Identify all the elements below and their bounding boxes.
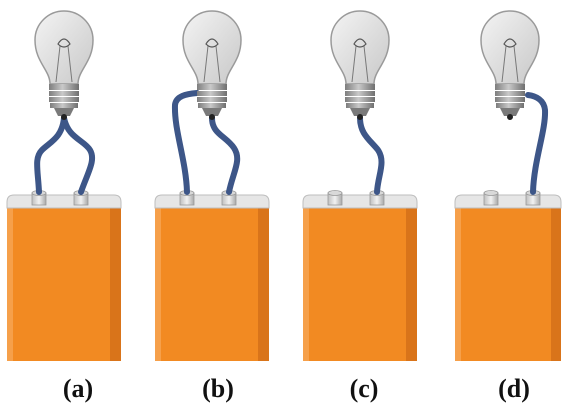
wires bbox=[34, 115, 96, 195]
light-bulb bbox=[330, 10, 390, 120]
panel-b bbox=[154, 10, 270, 361]
bulb-base bbox=[345, 84, 375, 120]
battery bbox=[154, 190, 270, 361]
battery-body bbox=[7, 208, 121, 361]
bulb-base bbox=[495, 84, 525, 120]
bulb-tip-contact bbox=[61, 114, 67, 120]
panel-label-c: (c) bbox=[349, 374, 379, 403]
panel-d bbox=[454, 10, 562, 361]
battery-body bbox=[303, 208, 417, 361]
bulb-tip-contact bbox=[507, 114, 513, 120]
battery bbox=[6, 190, 122, 361]
battery-top bbox=[6, 194, 122, 209]
battery-top bbox=[302, 194, 418, 209]
battery bbox=[302, 190, 418, 361]
bulb-base bbox=[197, 84, 227, 120]
wire bbox=[357, 115, 385, 195]
negative-terminal bbox=[483, 190, 499, 206]
battery-top bbox=[454, 194, 562, 209]
wire bbox=[209, 115, 241, 195]
light-bulb bbox=[182, 10, 242, 120]
battery-body bbox=[455, 208, 561, 361]
wire bbox=[525, 92, 549, 195]
panel-label-a: (a) bbox=[62, 374, 94, 403]
light-bulb bbox=[480, 10, 540, 120]
battery-top bbox=[154, 194, 270, 209]
bulb-tip-contact bbox=[357, 114, 363, 120]
panel-c bbox=[302, 10, 418, 361]
panel-label-b: (b) bbox=[202, 374, 234, 403]
wires bbox=[171, 90, 241, 195]
negative-terminal bbox=[327, 190, 343, 206]
wires bbox=[525, 92, 549, 195]
battery-body bbox=[155, 208, 269, 361]
light-bulb bbox=[34, 10, 94, 120]
bulb-tip-contact bbox=[209, 114, 215, 120]
panel-label-d: (d) bbox=[498, 374, 530, 403]
bulb-base bbox=[49, 84, 79, 120]
panel-a bbox=[6, 10, 122, 361]
wires bbox=[357, 115, 385, 195]
wire bbox=[34, 115, 67, 195]
wire bbox=[171, 90, 200, 195]
wire bbox=[61, 115, 96, 195]
battery bbox=[454, 190, 562, 361]
